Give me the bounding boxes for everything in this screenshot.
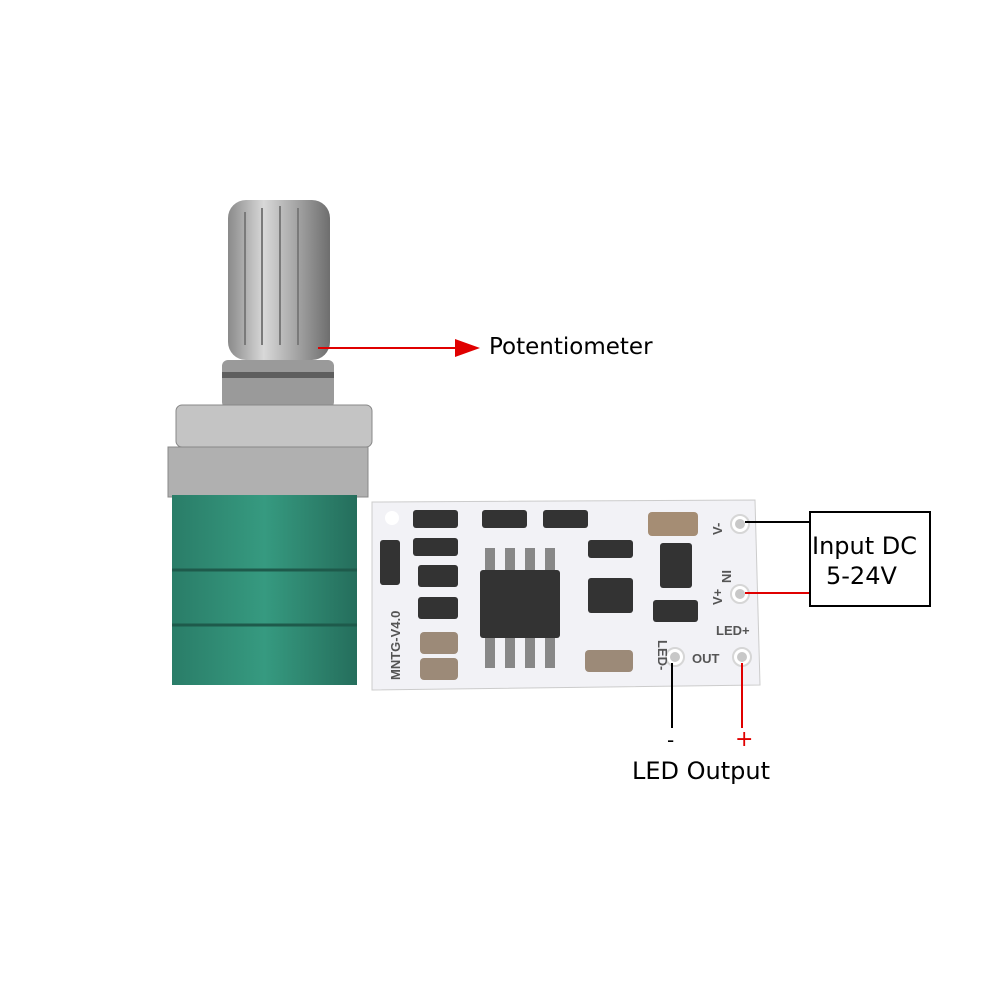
potentiometer-label: Potentiometer (489, 334, 653, 360)
led-output-label: LED Output (632, 757, 771, 785)
pot-body (172, 495, 357, 685)
silk-out: OUT (692, 651, 720, 666)
arrow-head-icon (455, 339, 480, 357)
potentiometer (167, 200, 373, 685)
silk-in: IN (719, 570, 734, 583)
silk-v-plus: V+ (710, 588, 725, 605)
pot-nut (175, 404, 373, 448)
pot-bushing (222, 360, 334, 408)
silk-v-minus: V- (710, 523, 725, 535)
ic-chip (480, 570, 560, 638)
pot-housing (167, 446, 369, 498)
voltage-label: 5-24V (826, 562, 897, 590)
silk-model: MNTG-V4.0 (388, 611, 403, 680)
silk-led-minus: LED- (655, 640, 670, 670)
silk-led-plus: LED+ (716, 623, 750, 638)
led-minus-label: - (667, 728, 675, 752)
pcb-board: V- IN V+ LED+ OUT LED- MNTG-V4.0 (371, 499, 761, 691)
input-dc-label: Input DC (812, 532, 918, 560)
led-plus-label: + (735, 727, 754, 752)
input-box (809, 511, 931, 607)
